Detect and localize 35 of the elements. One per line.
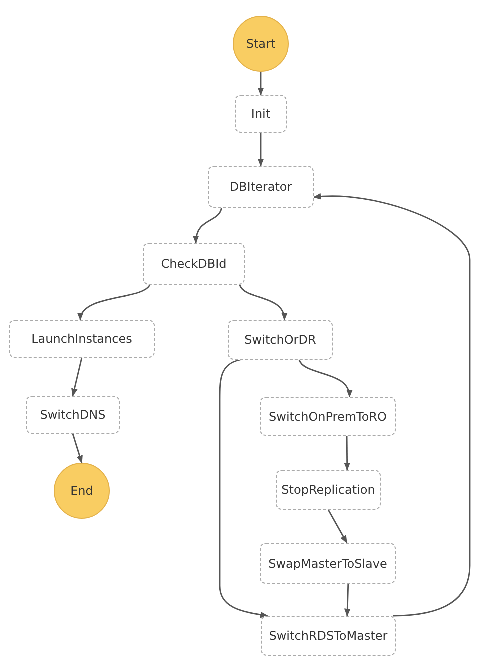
state-box bbox=[260, 543, 396, 584]
state-label: CheckDBId bbox=[161, 257, 227, 271]
state-label: SwitchOrDR bbox=[244, 333, 316, 347]
arrow bbox=[344, 584, 351, 617]
arrow bbox=[298, 360, 352, 398]
arrow bbox=[193, 208, 222, 244]
state-box bbox=[261, 616, 396, 656]
state-box bbox=[276, 470, 381, 510]
arrow bbox=[219, 359, 269, 618]
state-box bbox=[143, 243, 245, 285]
state-box bbox=[9, 320, 155, 358]
arrow bbox=[313, 194, 471, 617]
state-label: LaunchInstances bbox=[32, 332, 132, 346]
state-box bbox=[26, 396, 120, 434]
state-label: DBIterator bbox=[230, 180, 292, 194]
state-box bbox=[208, 166, 314, 208]
state-box bbox=[260, 397, 396, 436]
state-box bbox=[228, 320, 333, 360]
arrow bbox=[258, 72, 264, 96]
arrow bbox=[258, 133, 264, 167]
state-label: Start bbox=[246, 37, 276, 51]
arrow bbox=[72, 358, 83, 397]
arrow bbox=[328, 510, 348, 544]
arrow bbox=[344, 436, 351, 471]
state-box bbox=[235, 95, 287, 133]
arrow bbox=[78, 284, 151, 321]
state-label: SwitchDNS bbox=[40, 408, 106, 422]
state-label: SwitchOnPremToRO bbox=[269, 410, 387, 424]
state-label: StopReplication bbox=[282, 483, 376, 497]
state-label: SwitchRDSToMaster bbox=[269, 629, 388, 643]
state-label: End bbox=[70, 484, 94, 498]
arrow bbox=[72, 434, 83, 464]
state-label: SwapMasterToSlave bbox=[268, 556, 388, 570]
state-label: Init bbox=[251, 107, 271, 121]
arrow bbox=[239, 284, 287, 321]
